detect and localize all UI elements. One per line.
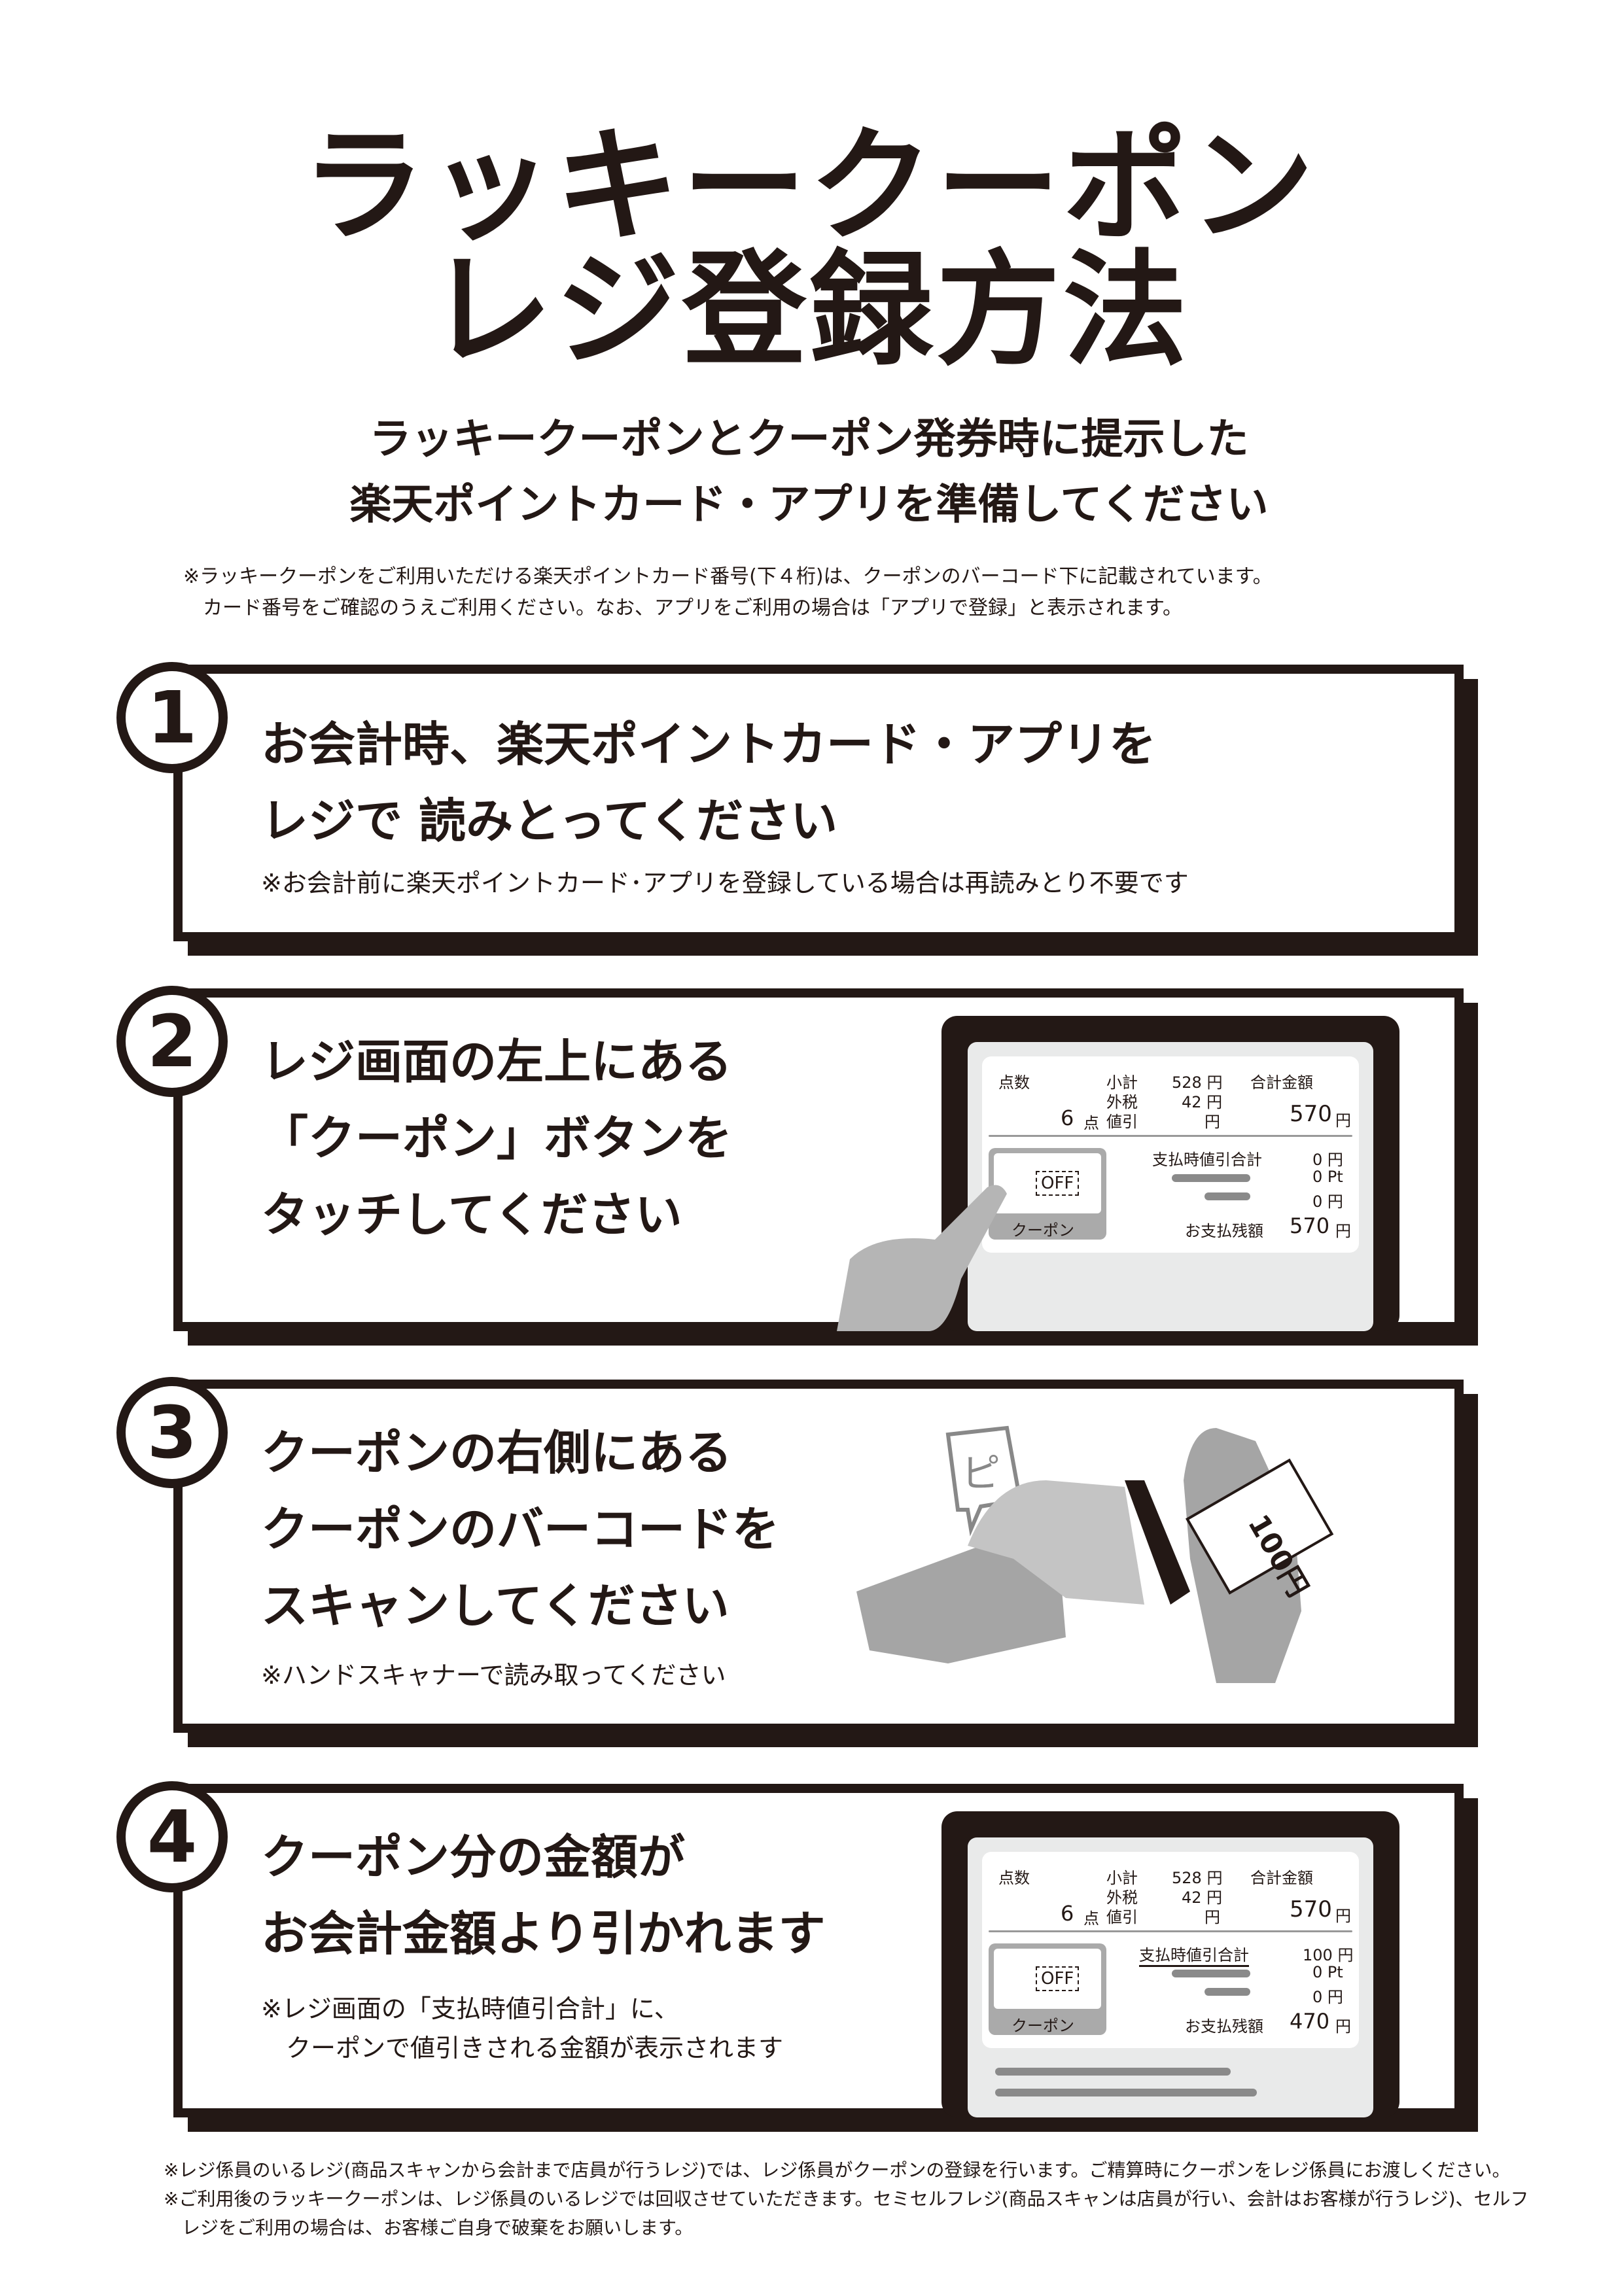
- step-3-box: クーポンの右側にある クーポンのバーコードを スキャンしてください ※ハンドスキ…: [173, 1380, 1464, 1733]
- discount-value: 円: [1205, 1113, 1220, 1131]
- register-screen-illustration: 点数 6 点 小計 528 円 外税 42 円 値引 円 合計金額 570 円 …: [941, 1811, 1399, 2117]
- step-3-note: ※ハンドスキャナーで読み取ってください: [261, 1661, 726, 1690]
- subtitle-line2: 楽天ポイントカード・アプリを準備してください: [349, 481, 1269, 529]
- coupon-button[interactable]: OFF クーポン: [989, 1943, 1106, 2035]
- register-panel: 点数 6 点 小計 528 円 外税 42 円 値引 円 合計金額 570 円 …: [982, 1852, 1359, 2048]
- step-2-heading: レジ画面の左上にある 「クーポン」ボタンを タッチしてください: [261, 1034, 733, 1242]
- placeholder-bar: [1205, 1988, 1250, 1996]
- balance-unit: 円: [1335, 1222, 1351, 1240]
- discount-label: 値引: [1106, 1908, 1138, 1926]
- total-unit: 円: [1335, 1907, 1351, 1925]
- pointing-hand-icon: [837, 1185, 1007, 1331]
- total-unit: 円: [1335, 1111, 1351, 1130]
- step-number-4: 4: [116, 1781, 228, 1892]
- pay-discount-value: 0 円: [1312, 1151, 1343, 1169]
- note-line1: ※ラッキークーポンをご利用いただける楽天ポイントカード番号(下４桁)は、クーポン…: [183, 565, 1273, 588]
- pay-discount-value: 100 円: [1303, 1946, 1354, 1964]
- balance-label: お支払残額: [1185, 1222, 1263, 1240]
- points-value: 0 Pt: [1312, 1963, 1343, 1981]
- count-label: 点数: [998, 1073, 1030, 1092]
- step-number-3: 3: [116, 1377, 228, 1488]
- step-4-note: ※レジ画面の「支払時値引合計」に、 クーポンで値引きされる金額が表示されます: [261, 1994, 784, 2062]
- other-value: 0 円: [1312, 1988, 1343, 2006]
- tax-label: 外税: [1106, 1888, 1138, 1907]
- balance-value: 470: [1290, 2009, 1330, 2034]
- divider: [989, 1930, 1352, 1932]
- placeholder-bar: [995, 2068, 1231, 2076]
- count-label: 点数: [998, 1869, 1030, 1887]
- placeholder-bar: [995, 2089, 1257, 2096]
- total-value: 570: [1290, 1101, 1332, 1127]
- placeholder-bar: [1205, 1192, 1250, 1200]
- discount-value: 円: [1205, 1908, 1220, 1926]
- subtotal-label: 小計: [1106, 1073, 1138, 1092]
- subtotal-value: 528 円: [1172, 1869, 1223, 1887]
- title-line1: ラッキークーポン: [301, 114, 1317, 258]
- coupon-label: クーポン: [1011, 1221, 1074, 1240]
- note-line2: カード番号をご確認のうえご利用ください。なお、アプリをご利用の場合は「アプリで登…: [183, 597, 1182, 619]
- coupon-button[interactable]: OFF クーポン: [989, 1148, 1106, 1240]
- step-1-heading: お会計時、楽天ポイントカード・アプリを レジで 読みとってください: [261, 717, 1157, 848]
- balance-value: 570: [1290, 1213, 1330, 1238]
- count-unit: 点: [1083, 1909, 1099, 1928]
- footnote-2: ※ご利用後のラッキークーポンは、レジ係員のいるレジでは回収させていただきます。セ…: [164, 2188, 1529, 2210]
- off-label: OFF: [1036, 1171, 1080, 1196]
- other-value: 0 円: [1312, 1192, 1343, 1211]
- footnote-3: レジをご利用の場合は、お客様ご自身で破棄をお願いします。: [164, 2217, 694, 2238]
- total-label: 合計金額: [1250, 1869, 1313, 1887]
- placeholder-bar: [1172, 1970, 1250, 1977]
- subtitle-line1: ラッキークーポンとクーポン発券時に提示した: [369, 415, 1249, 464]
- pay-discount-label: 支払時値引合計: [1152, 1151, 1262, 1169]
- discount-label: 値引: [1106, 1113, 1138, 1131]
- subtotal-value: 528 円: [1172, 1073, 1223, 1092]
- pay-discount-label: 支払時値引合計: [1139, 1942, 1249, 1967]
- count-value: 6: [1061, 1105, 1074, 1130]
- step-3-heading: クーポンの右側にある クーポンのバーコードを スキャンしてください: [261, 1425, 780, 1633]
- subtotal-label: 小計: [1106, 1869, 1138, 1887]
- step-2-box: レジ画面の左上にある 「クーポン」ボタンを タッチしてください 点数 6 点 小…: [173, 988, 1464, 1331]
- balance-label: お支払残額: [1185, 2017, 1263, 2036]
- step-4-heading: クーポン分の金額が お会計金額より引かれます: [261, 1830, 826, 1961]
- register-panel: 点数 6 点 小計 528 円 外税 42 円 値引 円 合計金額 570 円 …: [982, 1056, 1359, 1253]
- count-unit: 点: [1083, 1114, 1099, 1132]
- points-value: 0 Pt: [1312, 1168, 1343, 1186]
- step-number-2: 2: [116, 986, 228, 1097]
- register-screen-illustration: 点数 6 点 小計 528 円 外税 42 円 値引 円 合計金額 570 円 …: [941, 1016, 1399, 1331]
- divider: [989, 1135, 1352, 1137]
- tax-value: 42 円: [1182, 1093, 1223, 1111]
- step-4-box: クーポン分の金額が お会計金額より引かれます ※レジ画面の「支払時値引合計」に、…: [173, 1784, 1464, 2117]
- off-label: OFF: [1036, 1966, 1080, 1991]
- beep-text: ピ: [961, 1451, 1000, 1497]
- total-value: 570: [1290, 1896, 1332, 1922]
- step-number-1: 1: [116, 662, 228, 773]
- coupon-label: クーポン: [1011, 2017, 1074, 2035]
- title-line2: レジ登録方法: [428, 238, 1190, 383]
- step-1-box: お会計時、楽天ポイントカード・アプリを レジで 読みとってください ※お会計前に…: [173, 665, 1464, 941]
- tax-label: 外税: [1106, 1093, 1138, 1111]
- tax-value: 42 円: [1182, 1888, 1223, 1907]
- balance-unit: 円: [1335, 2017, 1351, 2036]
- step-1-note: ※お会計前に楽天ポイントカード･アプリを登録している場合は再読みとり不要です: [261, 869, 1189, 897]
- footnote-1: ※レジ係員のいるレジ(商品スキャンから会計まで店員が行うレジ)では、レジ係員がク…: [164, 2159, 1511, 2181]
- count-value: 6: [1061, 1901, 1074, 1926]
- total-label: 合計金額: [1250, 1073, 1313, 1092]
- placeholder-bar: [1172, 1174, 1250, 1182]
- hand-scanner-illustration: 100円 ピ: [856, 1425, 1334, 1683]
